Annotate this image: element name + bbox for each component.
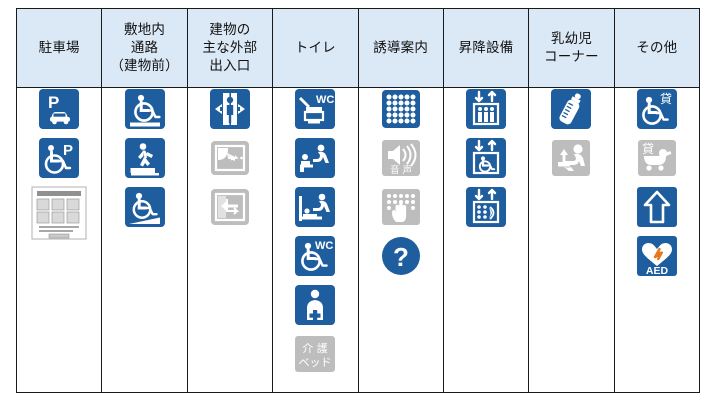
icon-stack-guidance: 音 声 [359,88,443,277]
baby-changing-bed-icon[interactable] [294,186,336,228]
svg-text:AED: AED [646,265,669,277]
svg-text:P: P [63,142,73,159]
hinged-door-icon[interactable] [209,137,251,179]
svg-text:音 声: 音 声 [390,164,412,176]
column-header-main-entrance: 建物の 主な外部 出入口 [186,8,274,88]
sliding-door-icon[interactable] [209,186,251,228]
svg-text:WC: WC [316,94,334,106]
audio-guidance-icon[interactable]: 音 声 [380,137,422,179]
header-line: 誘導案内 [373,40,429,56]
baby-changing-seat-icon[interactable] [294,137,336,179]
column-header-guidance: 誘導案内 [357,8,444,88]
information-question-icon[interactable]: ? [380,235,422,277]
icon-cell-main-entrance [186,87,274,393]
elevator-braille-panel-icon[interactable] [465,186,507,228]
column-header-parking: 駐車場 [15,8,103,88]
svg-text:?: ? [393,242,409,272]
icon-stack-others: 貸 貸 [615,88,699,277]
parking-wheelchair-icon[interactable]: P [38,137,80,179]
header-line: 駐車場 [38,40,80,56]
header-row: 駐車場 敷地内 通路 （建物前） 建物の 主な外部 出入口 トイレ 誘導案内 [15,8,701,88]
stroller-rental-icon[interactable]: 貸 [636,137,678,179]
ostomate-icon[interactable] [294,284,336,326]
svg-text:P: P [48,93,59,112]
wheelchair-flat-path-icon[interactable] [124,88,166,130]
elevator-wheelchair-icon[interactable] [465,137,507,179]
icon-stack-parking: P P [17,88,101,244]
header-line: トイレ [294,40,336,56]
care-bed-icon[interactable]: 介 護 ベッド [294,333,336,375]
nursing-room-icon[interactable] [550,137,592,179]
tactile-map-hand-icon[interactable] [380,186,422,228]
wheelchair-rental-icon[interactable]: 貸 [636,88,678,130]
header-line: 主な外部 [202,40,258,56]
icon-cell-site-path [101,87,188,393]
braille-block-icon[interactable] [380,88,422,130]
table-header: 駐車場 敷地内 通路 （建物前） 建物の 主な外部 出入口 トイレ 誘導案内 [15,8,701,88]
icon-stack-site-path [102,88,186,228]
svg-text:貸: 貸 [660,91,672,106]
elevator-passenger-icon[interactable] [465,88,507,130]
escalator-arrow-icon[interactable] [636,186,678,228]
svg-text:介 護: 介 護 [303,341,329,355]
western-toilet-wc-icon[interactable]: WC [294,88,336,130]
icon-stack-elevator [444,88,528,228]
person-steps-icon[interactable] [124,137,166,179]
svg-text:ベッド: ベッド [299,356,332,369]
icon-cell-guidance: 音 声 [357,87,444,393]
column-header-site-path: 敷地内 通路 （建物前） [101,8,188,88]
icon-row: P P [15,87,701,393]
column-header-toilet: トイレ [272,8,359,88]
header-line: 昇降設備 [458,40,514,56]
wheelchair-accessible-wc-icon[interactable]: WC [294,235,336,277]
icon-stack-toilet: WC [273,88,357,375]
column-header-others: その他 [613,8,701,88]
parking-info-board-icon[interactable] [31,186,87,244]
aed-icon[interactable]: AED [636,235,678,277]
svg-text:貸: 貸 [642,141,654,156]
header-line: その他 [636,40,678,56]
svg-text:WC: WC [315,240,333,252]
column-header-elevator: 昇降設備 [442,8,530,88]
automatic-door-icon[interactable] [209,88,251,130]
header-line: 敷地内 [124,22,166,38]
column-header-baby-corner: 乳幼児 コーナー [528,8,615,88]
header-line: コーナー [544,49,599,64]
header-line: 建物の [209,22,251,38]
parking-car-icon[interactable]: P [38,88,80,130]
facility-pictogram-table: 駐車場 敷地内 通路 （建物前） 建物の 主な外部 出入口 トイレ 誘導案内 [15,8,701,393]
table-body: P P [15,87,701,393]
icon-cell-elevator [442,87,530,393]
icon-stack-baby-corner [529,88,613,179]
wheelchair-ramp-icon[interactable] [124,186,166,228]
header-line: 乳幼児 [550,31,592,47]
icon-cell-baby-corner [528,87,615,393]
pictogram-table-container: 駐車場 敷地内 通路 （建物前） 建物の 主な外部 出入口 トイレ 誘導案内 [15,8,701,393]
icon-cell-toilet: WC [272,87,359,393]
baby-bottle-icon[interactable] [550,88,592,130]
icon-cell-others: 貸 貸 [613,87,701,393]
icon-stack-main-entrance [188,88,272,228]
header-line: （建物前） [110,57,179,73]
icon-cell-parking: P P [15,87,103,393]
header-line: 出入口 [209,57,251,73]
header-line: 通路 [130,40,159,56]
